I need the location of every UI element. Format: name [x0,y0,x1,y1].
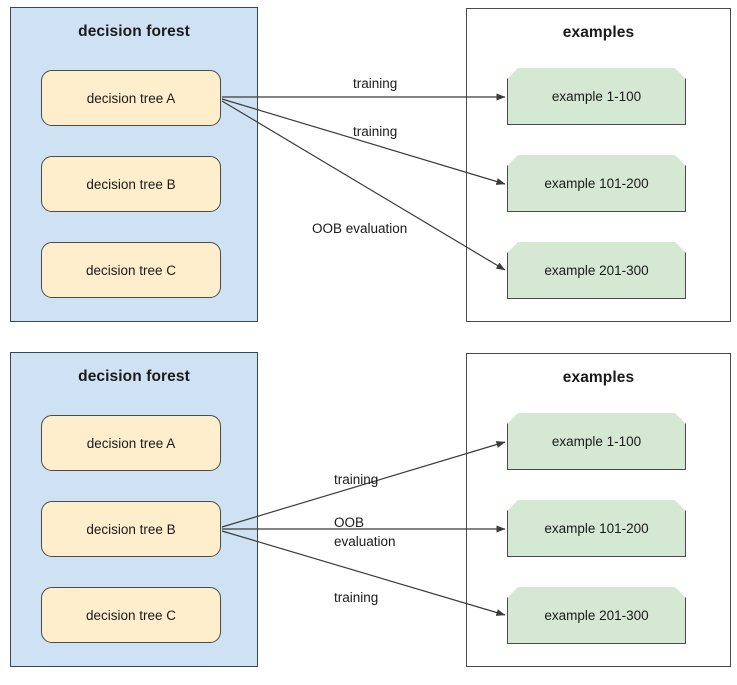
examples-title-bottom: examples [562,369,635,386]
decision-tree-c-box-top[interactable]: decision tree C [41,242,221,298]
example-1-100-box-bottom[interactable]: example 1-100 [507,413,686,470]
example-201-300-box-top[interactable]: example 201-300 [507,242,686,299]
examples-title-top: examples [562,24,635,41]
edge-label-training-2-bottom: training [334,590,379,605]
decision-tree-a-box-top[interactable]: decision tree A [41,70,221,126]
edge-label-oob-line2-bottom: evaluation [334,534,396,549]
decision-tree-b-box-bottom[interactable]: decision tree B [41,501,221,557]
example-201-300-box-bottom[interactable]: example 201-300 [507,587,686,644]
edge-label-oob-evaluation-top: OOB evaluation [312,221,408,236]
diagram-top: decision forest decision tree A decision… [0,0,737,340]
decision-forest-title-bottom: decision forest [78,368,190,385]
edge-label-training-1-bottom: training [334,472,379,487]
decision-tree-c-box-bottom[interactable]: decision tree C [41,587,221,643]
edge-label-training-2-top: training [353,124,398,139]
example-101-200-box-top[interactable]: example 101-200 [507,155,686,212]
edge-label-training-1-top: training [353,76,398,91]
example-1-100-box-top[interactable]: example 1-100 [507,68,686,125]
decision-tree-a-box-bottom[interactable]: decision tree A [41,415,221,471]
decision-forest-title-top: decision forest [78,23,190,40]
diagram-bottom: decision forest decision tree A decision… [0,345,737,685]
edge-treeA-to-example2-top [221,98,506,185]
decision-tree-b-box-top[interactable]: decision tree B [41,156,221,212]
example-101-200-box-bottom[interactable]: example 101-200 [507,500,686,557]
edge-label-oob-line1-bottom: OOB [334,515,365,530]
